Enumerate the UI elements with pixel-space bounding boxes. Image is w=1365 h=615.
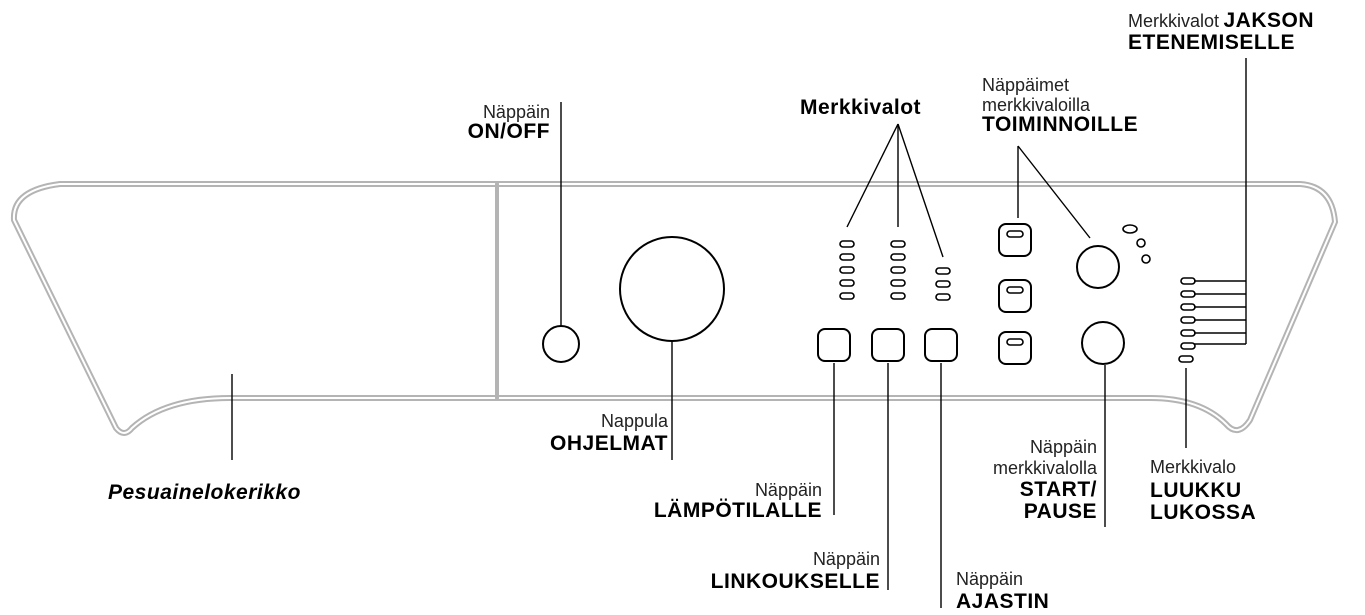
onoff-label-top: Näppäin [482, 102, 550, 122]
timer-label-top: Näppäin [956, 569, 1024, 589]
timer-label: Näppäin AJASTIN [956, 570, 1049, 612]
spin-led [890, 240, 906, 248]
spin-button [871, 328, 905, 362]
timer-label-main: AJASTIN [956, 590, 1050, 613]
small-light-3 [1141, 254, 1151, 264]
progress-led [1180, 303, 1196, 311]
round-option-button [1076, 245, 1120, 289]
option-button-1 [998, 223, 1032, 257]
spin-led [890, 279, 906, 287]
door-lock-led [1178, 355, 1194, 363]
program-label: Nappula OHJELMAT [480, 412, 668, 454]
progress-led [1180, 329, 1196, 337]
detergent-label: Pesuainelokerikko [108, 482, 301, 503]
leader-lines [231, 58, 1247, 608]
spin-led [890, 266, 906, 274]
onoff-button [542, 325, 580, 363]
functions-label: Näppäimet merkkivaloilla TOIMINNOILLE [982, 76, 1138, 135]
timer-led [935, 280, 951, 288]
start-pause-label-main1: START/ [1019, 478, 1097, 501]
progress-label: Merkkivalot JAKSON ETENEMISELLE [1128, 10, 1314, 53]
functions-label-top1: Näppäimet [982, 75, 1070, 95]
temperature-led [839, 292, 855, 300]
temperature-led [839, 266, 855, 274]
functions-label-main: TOIMINNOILLE [982, 113, 1139, 136]
door-lock-label-main2: LUKOSSA [1150, 501, 1257, 524]
program-knob [619, 236, 725, 342]
start-pause-label-top1: Näppäin [1029, 437, 1097, 457]
start-pause-label: Näppäin merkkivalolla START/ PAUSE [960, 438, 1097, 522]
program-label-main: OHJELMAT [550, 432, 668, 455]
start-pause-label-top2: merkkivalolla [992, 458, 1097, 478]
temperature-label: Näppäin LÄMPÖTILALLE [580, 481, 822, 521]
start-pause-button [1081, 321, 1125, 365]
progress-label-top: Merkkivalot [1128, 11, 1220, 31]
spin-led [890, 253, 906, 261]
temperature-led [839, 253, 855, 261]
progress-label-main1: JAKSON [1223, 9, 1315, 32]
timer-led [935, 293, 951, 301]
option-button-2 [998, 279, 1032, 313]
progress-led [1180, 290, 1196, 298]
progress-led [1180, 342, 1196, 350]
temperature-led [839, 279, 855, 287]
door-lock-label-main1: LUUKKU [1150, 479, 1242, 502]
spin-label-top: Näppäin [812, 549, 880, 569]
temperature-label-top: Näppäin [754, 480, 822, 500]
progress-label-main2: ETENEMISELLE [1128, 31, 1296, 54]
detergent-label-main: Pesuainelokerikko [108, 481, 301, 504]
panel-outline [10, 181, 1338, 436]
temperature-label-main: LÄMPÖTILALLE [653, 499, 822, 522]
program-label-top: Nappula [600, 411, 668, 431]
option-button-3 [998, 331, 1032, 365]
progress-led [1180, 316, 1196, 324]
functions-label-top2: merkkivaloilla [982, 95, 1091, 115]
indicators-label-main: Merkkivalot [800, 96, 922, 119]
progress-led [1180, 277, 1196, 285]
onoff-label-main: ON/OFF [467, 120, 550, 143]
delay-timer-button [924, 328, 958, 362]
door-lock-label-top: Merkkivalo [1150, 457, 1237, 477]
temperature-led [839, 240, 855, 248]
door-lock-label: Merkkivalo LUUKKU LUKOSSA [1150, 458, 1256, 523]
small-light-1 [1122, 224, 1138, 234]
indicators-label: Merkkivalot [800, 97, 921, 118]
start-pause-label-main2: PAUSE [1023, 500, 1097, 523]
timer-led [935, 267, 951, 275]
onoff-label: Näppäin ON/OFF [430, 103, 550, 142]
spin-led [890, 292, 906, 300]
small-light-2 [1136, 238, 1146, 248]
spin-label-main: LINKOUKSELLE [710, 570, 880, 593]
temperature-button [817, 328, 851, 362]
spin-label: Näppäin LINKOUKSELLE [660, 550, 880, 592]
